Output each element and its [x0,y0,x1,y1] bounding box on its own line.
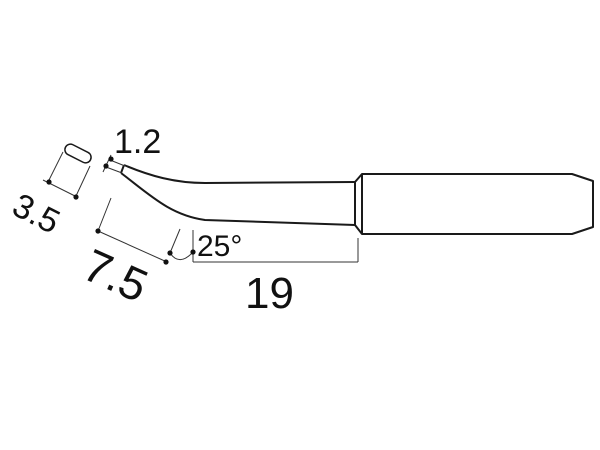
tip-front-face [120,164,125,174]
dimension-dots [46,156,196,265]
main-body [362,173,594,235]
dim-label-tip-width: 1.2 [114,123,161,161]
dim-label-bend-angle: 25° [197,230,242,263]
bent-section-lower-edge [120,172,356,226]
dim-label-bent-length: 7.5 [76,239,156,313]
dim-label-tip-thickness: 3.5 [6,186,65,241]
dim-label-shaft-length: 19 [245,269,294,318]
tip-outline [120,164,594,235]
collar [354,173,363,235]
bent-section-upper-edge [123,164,356,184]
tip-end-view [64,143,92,164]
